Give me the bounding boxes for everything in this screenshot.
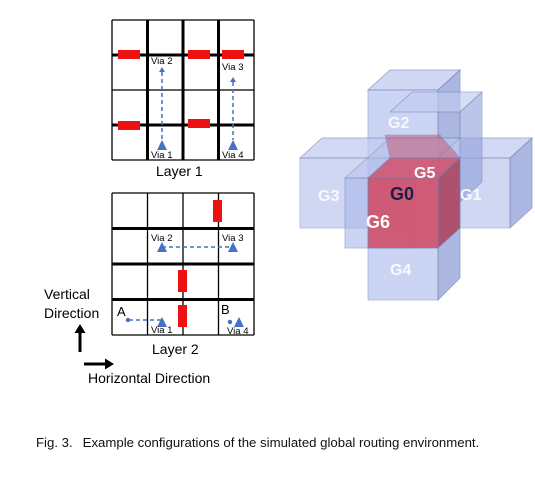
gcell-g2-label: G2 <box>388 115 409 132</box>
layer-1-via-1-label: Via 1 <box>151 150 172 161</box>
gcell-labels: G2 G5 G3 G0 G1 G6 G4 <box>318 115 481 279</box>
layer-2-via-1-label: Via 1 <box>151 325 172 336</box>
gcell-g3-label: G3 <box>318 188 339 205</box>
layer-2-via-4-label: Via 4 <box>227 326 248 337</box>
gcell-3d-diagram <box>298 69 534 301</box>
pin-b-label: B <box>221 302 230 317</box>
figure-caption: Fig. 3. Example configurations of the sim… <box>36 432 506 454</box>
vertical-direction-label-line-2: Direction <box>44 305 99 321</box>
figure-3: Via 2 Via 3 Via 1 Via 4 Layer 1 <box>44 19 534 386</box>
layer-1-grid: Via 2 Via 3 Via 1 Via 4 Layer 1 <box>111 19 255 179</box>
horizontal-direction-label: Horizontal Direction <box>88 370 210 386</box>
layer-2-blocked-edges <box>178 200 222 327</box>
layer-1-via-3-label: Via 3 <box>222 62 243 73</box>
layer-2-grid: Via 2 Via 3 Via 1 Via 4 A B Layer 2 <box>111 192 255 357</box>
gcell-g4-label: G4 <box>390 262 411 279</box>
layer-1-via-2-label: Via 2 <box>151 56 172 67</box>
caption-label: Fig. 3. <box>36 435 73 450</box>
pin-a-label: A <box>117 304 126 319</box>
vertical-direction-label-line-1: Vertical <box>44 286 90 302</box>
layer-1-label: Layer 1 <box>156 163 203 179</box>
vertical-arrow-icon <box>74 324 86 352</box>
layer-1-blocked-edges <box>118 50 244 130</box>
layer-2-label: Layer 2 <box>152 341 199 357</box>
layer-2-via-2-label: Via 2 <box>151 233 172 244</box>
direction-legend: Vertical Direction Horizontal Direction <box>44 286 210 386</box>
layer-2-via-3-label: Via 3 <box>222 233 243 244</box>
caption-text: Example configurations of the simulated … <box>82 435 480 450</box>
layer-2-via-markers <box>125 242 244 327</box>
gcell-g6-label: G6 <box>366 212 390 232</box>
layer-1-via-4-label: Via 4 <box>222 150 243 161</box>
gcell-g5-label: G5 <box>414 165 435 182</box>
gcell-g1-label: G1 <box>460 187 481 204</box>
gcell-g0-label: G0 <box>390 184 414 204</box>
horizontal-arrow-icon <box>84 358 114 370</box>
layer-1-via-markers <box>157 67 238 150</box>
